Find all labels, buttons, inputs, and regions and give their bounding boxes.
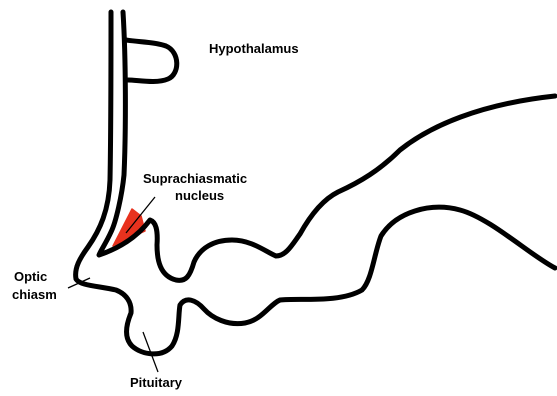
hypothalamus-lobe xyxy=(126,40,177,82)
suprachiasmatic-label-line2: nucleus xyxy=(175,188,224,203)
optic-chiasm-label-line1: Optic xyxy=(14,269,47,284)
optic-chiasm-label-line2: chiasm xyxy=(12,287,57,302)
pituitary-label: Pituitary xyxy=(130,375,183,390)
brain-inner-outline xyxy=(99,12,555,280)
suprachiasmatic-label-line1: Suprachiasmatic xyxy=(143,171,247,186)
hypothalamus-label: Hypothalamus xyxy=(209,41,299,56)
